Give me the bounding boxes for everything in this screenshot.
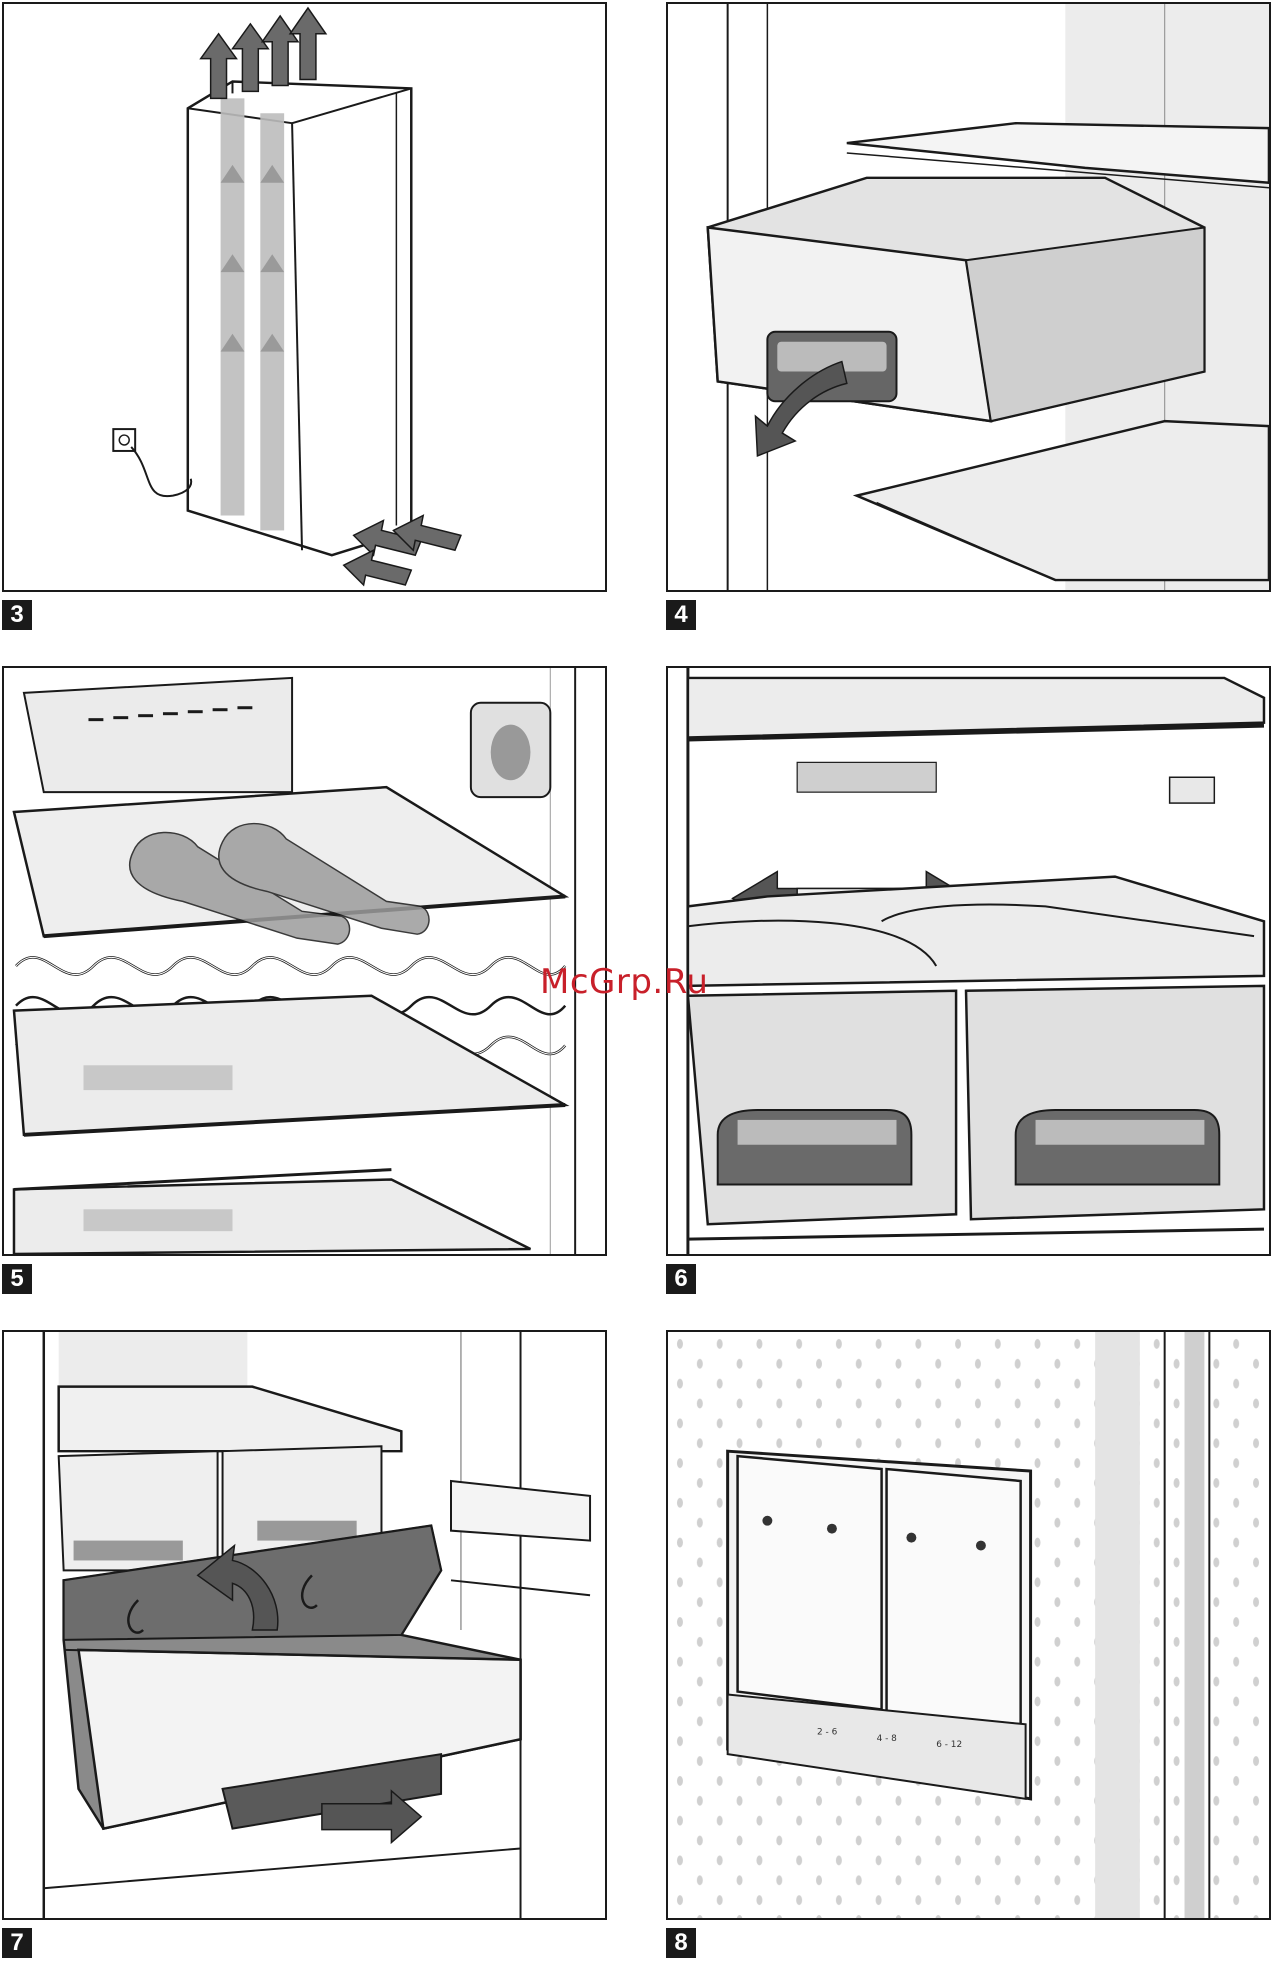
figure-number-8: 8 bbox=[666, 1928, 696, 1958]
watermark-text: McGrp.Ru bbox=[540, 962, 708, 1002]
figure-7-panel bbox=[2, 1330, 607, 1920]
figure-6-illustration bbox=[668, 668, 1269, 1254]
figure-5-illustration bbox=[4, 668, 605, 1254]
figure-8-illustration: 2 - 6 4 - 8 6 - 12 bbox=[668, 1332, 1269, 1918]
figure-7-illustration bbox=[4, 1332, 605, 1918]
figure-number-7: 7 bbox=[2, 1928, 32, 1958]
figure-6-panel bbox=[666, 666, 1271, 1256]
storage-label-2: 4 - 8 bbox=[877, 1734, 898, 1744]
figure-3-panel bbox=[2, 2, 607, 592]
storage-label-3: 6 - 12 bbox=[936, 1740, 962, 1750]
figure-number-4: 4 bbox=[666, 600, 696, 630]
figure-4-panel bbox=[666, 2, 1271, 592]
figure-3-illustration bbox=[4, 4, 605, 590]
figure-5-panel bbox=[2, 666, 607, 1256]
storage-label-1: 2 - 6 bbox=[817, 1727, 838, 1737]
figure-8-panel: 2 - 6 4 - 8 6 - 12 bbox=[666, 1330, 1271, 1920]
figure-number-3: 3 bbox=[2, 600, 32, 630]
figure-4-illustration bbox=[668, 4, 1269, 590]
figure-number-5: 5 bbox=[2, 1264, 32, 1294]
figure-number-6: 6 bbox=[666, 1264, 696, 1294]
